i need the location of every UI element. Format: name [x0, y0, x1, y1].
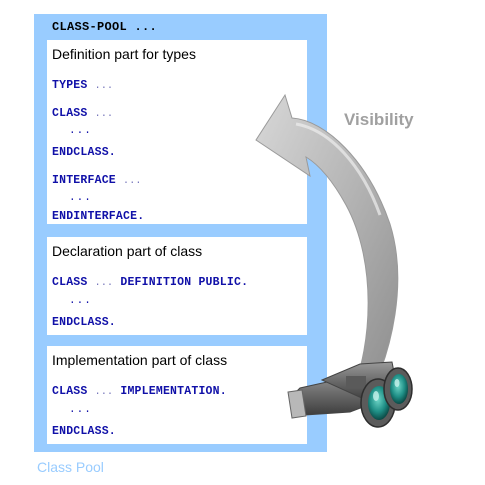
endclass-line: ENDCLASS. — [52, 425, 116, 438]
visibility-label: Visibility — [344, 110, 414, 129]
definition-public-keyword: DEFINITION PUBLIC. — [120, 276, 249, 289]
class-ellipsis: ... — [94, 278, 114, 289]
implementation-body-dots: ... — [69, 404, 92, 416]
types-ellipsis: ... — [94, 81, 114, 92]
class-pool-caption: Class Pool — [37, 459, 104, 475]
interface-ellipsis: ... — [123, 176, 142, 187]
class-definition-line: CLASS ... DEFINITION PUBLIC. — [52, 276, 248, 289]
class-ellipsis: ... — [94, 387, 114, 398]
class-body-dots: ... — [69, 125, 92, 137]
binoculars-icon — [287, 361, 413, 428]
implementation-part-box: Implementation part of class CLASS ... I… — [47, 346, 307, 444]
definition-part-box: Definition part for types TYPES ... CLAS… — [47, 40, 307, 224]
interface-body-dots: ... — [69, 192, 92, 204]
types-keyword: TYPES — [52, 79, 88, 92]
declaration-part-box: Declaration part of class CLASS ... DEFI… — [47, 237, 307, 335]
implementation-keyword: IMPLEMENTATION. — [120, 385, 227, 398]
class-implementation-line: CLASS ... IMPLEMENTATION. — [52, 385, 227, 398]
declaration-part-title: Declaration part of class — [52, 243, 203, 259]
endclass-line: ENDCLASS. — [52, 146, 116, 159]
class-pool-header: CLASS-POOL ... — [52, 20, 158, 34]
declaration-body-dots: ... — [69, 295, 92, 307]
types-line: TYPES ... — [52, 79, 113, 92]
class-keyword: CLASS — [52, 107, 88, 120]
definition-part-title: Definition part for types — [52, 46, 196, 62]
class-keyword: CLASS — [52, 385, 88, 398]
interface-keyword: INTERFACE — [52, 174, 116, 187]
class-line: CLASS ... — [52, 107, 113, 120]
class-keyword: CLASS — [52, 276, 88, 289]
implementation-part-title: Implementation part of class — [52, 352, 228, 368]
class-ellipsis: ... — [94, 109, 114, 120]
interface-line: INTERFACE ... — [52, 174, 142, 187]
curved-arrow-icon — [255, 93, 399, 396]
endinterface-line: ENDINTERFACE. — [52, 210, 145, 223]
endclass-line: ENDCLASS. — [52, 316, 116, 329]
